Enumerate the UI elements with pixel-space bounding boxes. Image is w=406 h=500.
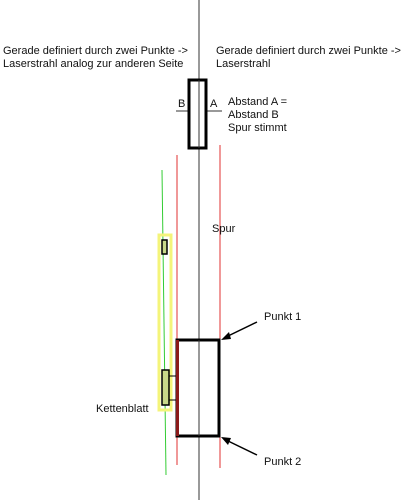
chainring-label: Kettenblatt (96, 403, 149, 415)
rear-wheel-left-edge (176, 340, 179, 436)
right-note: Gerade definiert durch zwei Punkte -> La… (216, 45, 401, 70)
arrowhead-point2 (221, 437, 231, 445)
point1-label: Punkt 1 (264, 311, 302, 323)
distance-note: Abstand A = Abstand B Spur stimmt (228, 96, 288, 134)
chainring-bottom-piece (161, 369, 170, 406)
arrow-point2 (225, 439, 258, 456)
chain-line (161, 169, 167, 476)
label-a: A (210, 98, 218, 110)
chainring-top-piece (161, 239, 168, 255)
front-wheel-rect (187, 78, 208, 150)
chainring-highlight (157, 233, 173, 412)
arrow-point1 (225, 321, 258, 338)
arrowhead-point1 (221, 332, 231, 340)
left-note: Gerade definiert durch zwei Punkte -> La… (3, 45, 188, 70)
rear-wheel-rect (175, 338, 221, 438)
point2-label: Punkt 2 (264, 456, 302, 468)
label-b: B (178, 98, 186, 110)
track-label: Spur (212, 223, 236, 235)
